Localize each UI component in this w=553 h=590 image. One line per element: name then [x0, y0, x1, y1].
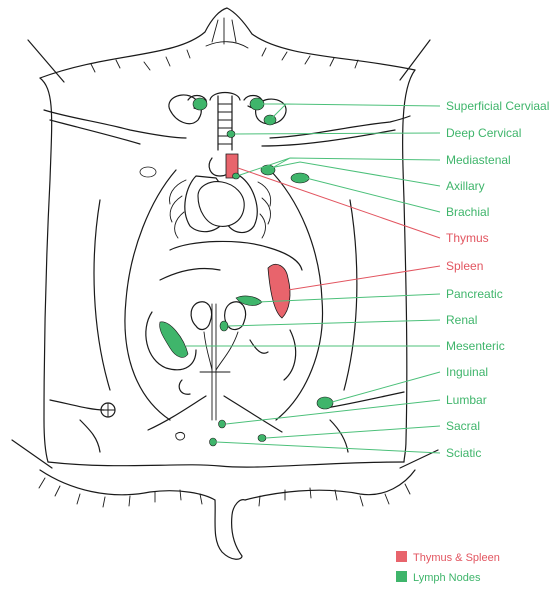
label-superficial-cervical: Superficial Cerviaal — [446, 99, 549, 113]
label-inguinal: Inguinal — [446, 365, 488, 379]
legend-label-thymus-spleen: Thymus & Spleen — [413, 552, 500, 564]
lymph-node-superficial-cervical-left — [193, 98, 207, 110]
leader-inguinal — [332, 372, 440, 402]
legend: Thymus & Spleen Lymph Nodes — [396, 551, 500, 584]
specimen-outline — [12, 8, 438, 559]
label-sacral: Sacral — [446, 419, 480, 433]
label-brachial: Brachial — [446, 205, 489, 219]
leader-superficial-cervical — [262, 104, 440, 118]
spleen-organ — [268, 264, 290, 318]
lymph-node-pancreatic — [236, 296, 262, 306]
labels: Superficial Cerviaal Deep Cervical Media… — [446, 99, 549, 460]
label-spleen: Spleen — [446, 259, 483, 273]
leader-thymus — [238, 168, 440, 238]
abdomen-anatomy — [50, 241, 404, 452]
lymph-node-deep-cervical — [227, 131, 235, 138]
label-renal: Renal — [446, 313, 477, 327]
lymph-node-lumbar — [219, 420, 226, 428]
label-mesenteric: Mesenteric — [446, 339, 505, 353]
leader-renal — [228, 320, 440, 326]
lymph-node-sciatic — [210, 438, 217, 446]
label-sciatic: Sciatic — [446, 446, 481, 460]
lymph-node-mediastinal — [233, 173, 240, 179]
leader-sacral — [266, 426, 440, 438]
leader-brachial — [306, 178, 440, 212]
lymph-node-axillary-right — [261, 165, 275, 175]
leader-lines — [186, 104, 440, 453]
leader-spleen — [288, 266, 440, 290]
legend-label-lymph-nodes: Lymph Nodes — [413, 572, 481, 584]
lymph-node-sacral — [258, 435, 266, 442]
lymph-node-inguinal — [317, 397, 333, 409]
lymph-node-superficial-cervical-right — [250, 98, 264, 110]
label-thymus: Thymus — [446, 231, 489, 245]
leader-deep-cervical — [235, 133, 440, 134]
lymph-node-renal — [220, 321, 228, 331]
label-pancreatic: Pancreatic — [446, 287, 503, 301]
label-lumbar: Lumbar — [446, 393, 487, 407]
lymph-nodes — [140, 98, 333, 446]
lymph-node-axillary-left — [140, 167, 156, 177]
label-deep-cervical: Deep Cervical — [446, 126, 521, 140]
legend-swatch-lymph-nodes — [396, 571, 407, 582]
lymph-node-mesenteric — [160, 322, 188, 358]
legend-swatch-thymus-spleen — [396, 551, 407, 562]
label-axillary: Axillary — [446, 179, 485, 193]
label-mediastinal: Mediastenal — [446, 153, 511, 167]
